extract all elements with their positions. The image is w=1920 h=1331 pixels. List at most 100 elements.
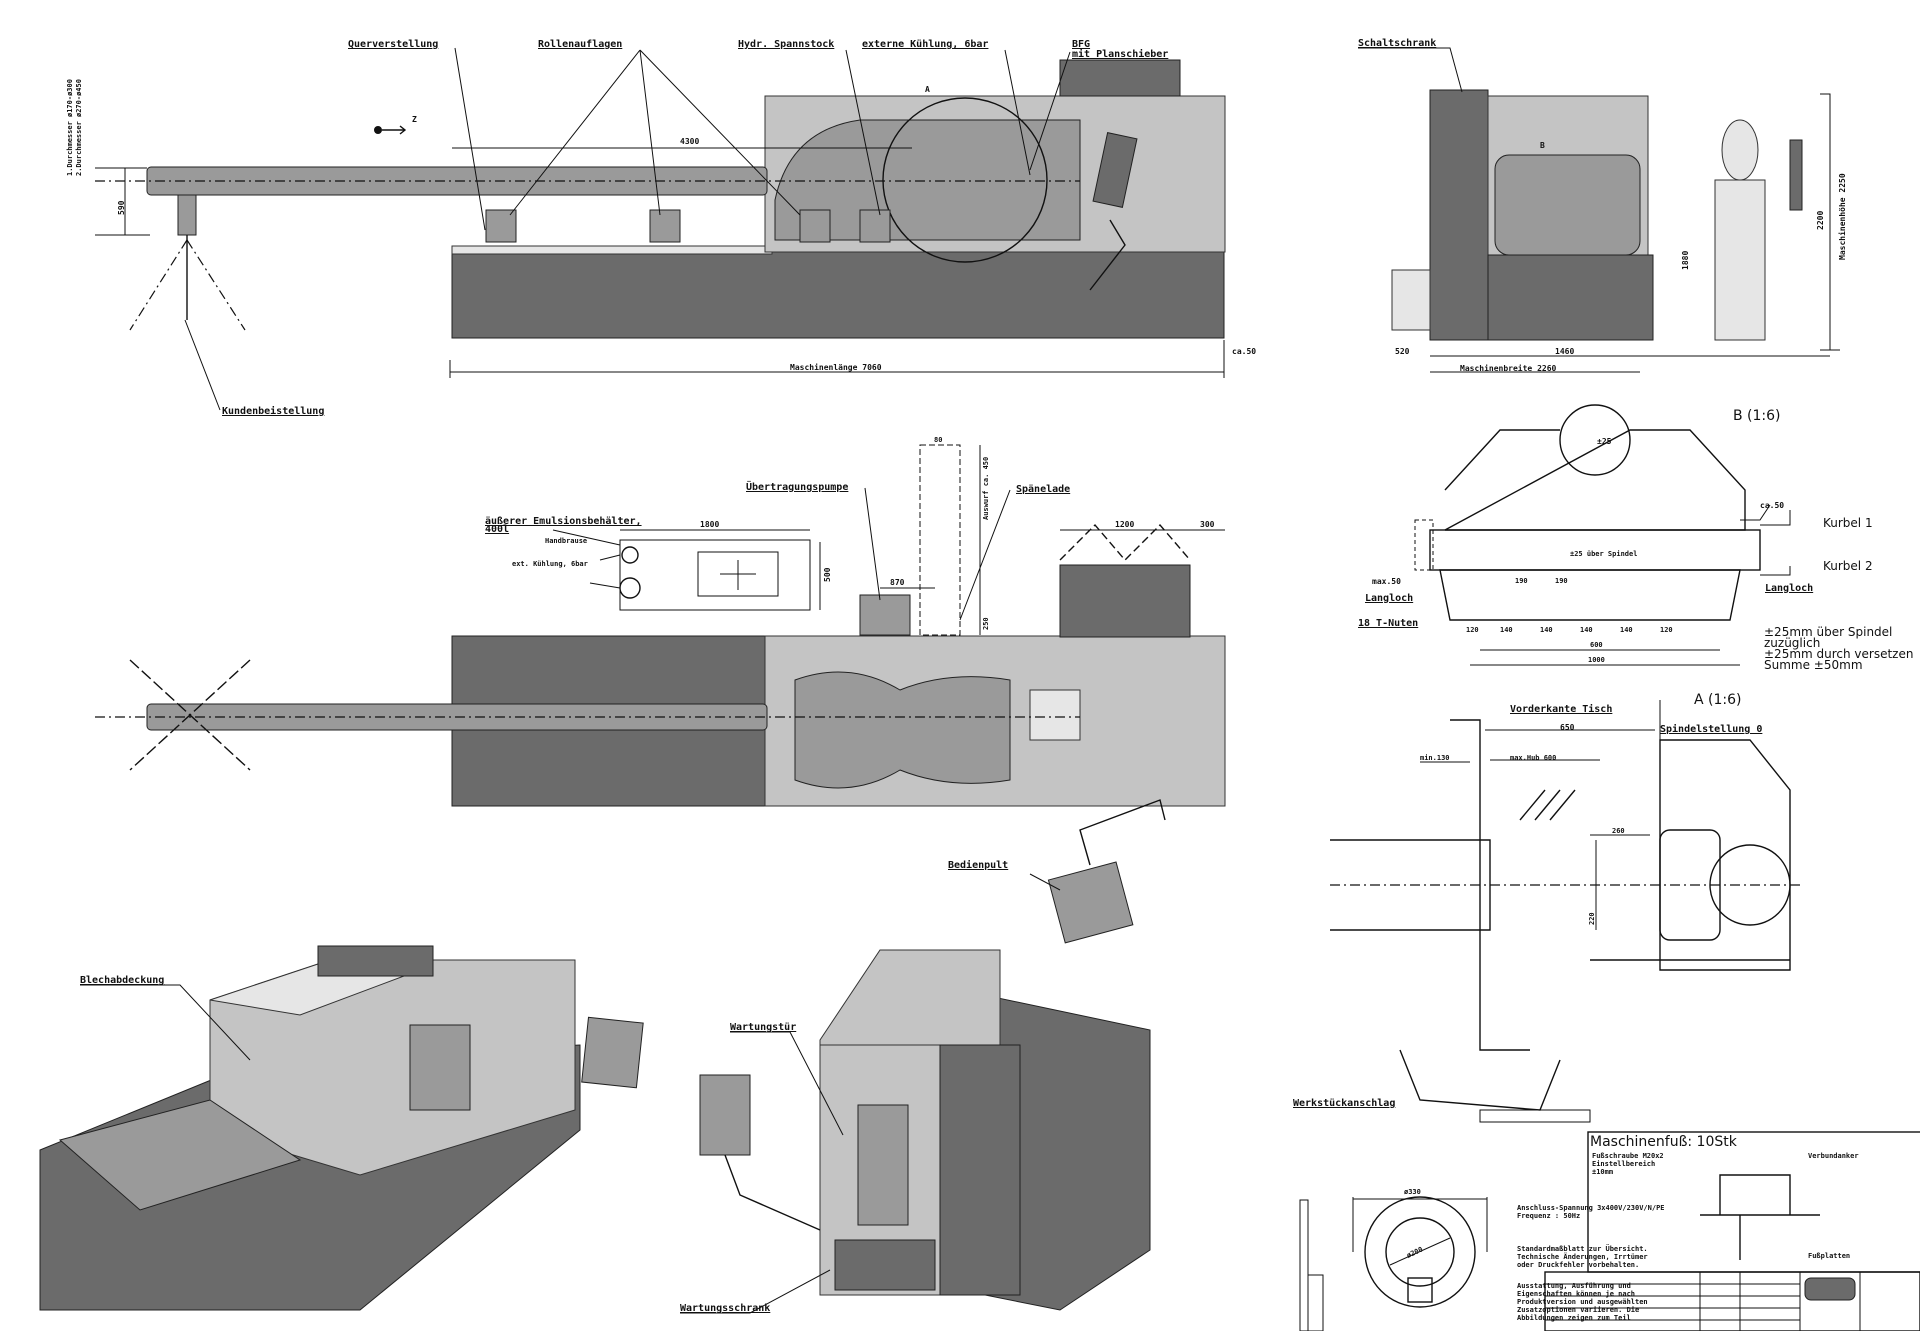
dim-590: 590 xyxy=(117,200,126,215)
note-line: ±25mm durch versetzen xyxy=(1764,647,1913,661)
specs: Anschluss-Spannung 3x400V/230V/N/PE Freq… xyxy=(1517,1204,1665,1322)
label-kurbel1: Kurbel 1 xyxy=(1823,516,1873,530)
foot-note: ±10mm xyxy=(1592,1168,1613,1176)
company-logo xyxy=(1804,1277,1856,1301)
label-emulsion-vol: 400l xyxy=(485,524,509,535)
label-kuehlung: externe Kühlung, 6bar xyxy=(862,39,988,50)
dim-pm25: ±25 xyxy=(1597,437,1612,446)
dim-ca50: ca.50 xyxy=(1232,347,1256,356)
dim-machine-length: Maschinenlänge 7060 xyxy=(790,362,882,372)
dim-1460: 1460 xyxy=(1555,347,1574,356)
label-handbrause: Handbrause xyxy=(545,537,587,545)
label-ueber-spindel: ±25 über Spindel xyxy=(1570,550,1637,558)
label-kundenbeistellung: Kundenbeistellung xyxy=(222,405,324,417)
emulsion-tank xyxy=(619,539,811,611)
equipment-line: Abbildungen zeigen zum Teil xyxy=(1517,1314,1631,1322)
dim-500: 500 xyxy=(823,567,832,582)
dim-650: 650 xyxy=(1560,723,1575,732)
dim-190: 190 xyxy=(1555,577,1568,585)
dim-1000: 1000 xyxy=(1588,656,1605,664)
dim-260: 260 xyxy=(1612,827,1625,835)
label-ext-kuehlung: ext. Kühlung, 6bar xyxy=(512,560,588,568)
dim-machine-height: Maschinenhöhe 2250 xyxy=(1837,173,1847,260)
dim-spacing: 120 xyxy=(1660,626,1673,634)
dim-220: 220 xyxy=(1588,912,1596,925)
dim-1800: 1800 xyxy=(700,520,719,529)
note-line: Summe ±50mm xyxy=(1764,658,1863,672)
dim-80: 80 xyxy=(934,436,942,444)
detail-a-circle xyxy=(882,97,1048,263)
label-querverstellung: Querverstellung xyxy=(348,39,438,50)
label-vorderkante: Vorderkante Tisch xyxy=(1510,703,1612,715)
dim-spacing: 140 xyxy=(1540,626,1553,634)
label-emulsion: äußerer Emulsionsbehälter, xyxy=(485,515,642,527)
axis-z-label: Z xyxy=(412,115,417,124)
dim-200: ø200 xyxy=(1405,1245,1424,1259)
label-langloch-left: Langloch xyxy=(1365,593,1413,604)
dim-auswurf: Auswurf ca. 450 xyxy=(982,457,990,520)
schaltschrank xyxy=(1429,89,1489,341)
label-schaltschrank: Schaltschrank xyxy=(1358,38,1436,49)
iso-view-right: Wartungstür Wartungsschrank xyxy=(680,949,1151,1314)
detail-b-title: B (1:6) xyxy=(1733,408,1781,424)
dim-ca50-b: ca.50 xyxy=(1760,501,1784,510)
detail-b: B (1:6) ±25 Kurbel 1 Kurbel 2 ca.50 max.… xyxy=(1358,404,1913,672)
dim-520: 520 xyxy=(1395,347,1410,356)
label-t-nuten: 18 T-Nuten xyxy=(1358,618,1418,629)
dim-maxhub: max.Hub 600 xyxy=(1510,754,1556,762)
label-langloch-right: Langloch xyxy=(1765,583,1813,594)
disclaimer-line: Technische Änderungen, Irrtümer xyxy=(1517,1252,1648,1261)
dim-max50: max.50 xyxy=(1372,577,1401,586)
front-view: Schaltschrank B 2200 Maschinenhöhe 2250 … xyxy=(1358,38,1847,373)
disclaimer-line: Standardmaßblatt zur Übersicht. xyxy=(1517,1244,1648,1253)
stopper-detail: ø330 ø200 xyxy=(1299,1188,1488,1331)
detail-a-marker: A xyxy=(925,85,930,94)
label-werkstueckanschlag: Werkstückanschlag xyxy=(1293,1098,1395,1109)
label-bfg: BFG xyxy=(1072,39,1090,50)
diameter-1: 1.Durchmesser ø170-ø300 xyxy=(66,79,74,176)
dim-4300: 4300 xyxy=(680,137,699,146)
label-kurbel2: Kurbel 2 xyxy=(1823,559,1873,573)
foot-title: Maschinenfuß: 10Stk xyxy=(1590,1134,1738,1150)
dim-2200: 2200 xyxy=(1816,211,1825,230)
dim-190: 190 xyxy=(1515,577,1528,585)
label-bedienpult: Bedienpult xyxy=(948,859,1008,871)
detail-b-marker: B xyxy=(1540,141,1545,150)
label-spannstock: Hydr. Spannstock xyxy=(738,39,834,50)
dim-250: 250 xyxy=(982,617,990,630)
note-line: zuzüglich xyxy=(1764,636,1820,650)
z-axis-origin-icon xyxy=(374,126,382,134)
foot-note: Fußschraube M20x2 xyxy=(1592,1152,1664,1160)
label-blechabdeckung: Blechabdeckung xyxy=(80,975,164,986)
operator-figure xyxy=(1721,119,1759,181)
iso-view-left: Blechabdeckung xyxy=(39,945,644,1311)
label-wartungsschrank: Wartungsschrank xyxy=(680,1303,770,1314)
label-rollenauflagen: Rollenauflagen xyxy=(538,39,622,50)
spec-voltage: Anschluss-Spannung 3x400V/230V/N/PE xyxy=(1517,1204,1665,1212)
dim-spacing: 140 xyxy=(1500,626,1513,634)
dim-300: 300 xyxy=(1200,520,1215,529)
side-view: Z A Querverstellung Rollenauflagen Hydr.… xyxy=(66,39,1256,417)
disclaimer-line: oder Druckfehler vorbehalten. xyxy=(1517,1261,1639,1269)
dim-spacing: 140 xyxy=(1580,626,1593,634)
detail-a-title: A (1:6) xyxy=(1694,692,1741,708)
dim-machine-width: Maschinenbreite 2260 xyxy=(1460,363,1557,373)
dim-1200: 1200 xyxy=(1115,520,1134,529)
equipment-line: Ausstattung, Ausführung und xyxy=(1517,1282,1631,1290)
label-pumpe: Übertragungspumpe xyxy=(746,479,848,493)
note-line: ±25mm über Spindel xyxy=(1764,625,1892,639)
diameter-2: 2.Durchmesser ø270-ø450 xyxy=(75,79,83,176)
bedienpult xyxy=(1047,861,1134,944)
t-slot-spacing: 120 140 140 140 140 120 xyxy=(1466,626,1673,634)
label-spaenelade: Spänelade xyxy=(1016,484,1070,495)
dim-spacing: 120 xyxy=(1466,626,1479,634)
label-planschieber: mit Planschieber xyxy=(1072,48,1168,60)
dim-870: 870 xyxy=(890,578,905,587)
machine-foot-detail: Maschinenfuß: 10Stk Fußschraube M20x2 Ei… xyxy=(1587,1131,1920,1273)
control-panel xyxy=(1092,132,1138,208)
detail-a: A (1:6) Vorderkante Tisch 650 Spindelste… xyxy=(1293,692,1800,1123)
equipment-line: Produktversion und ausgewählten xyxy=(1517,1298,1648,1306)
top-view: äußerer Emulsionsbehälter, 400l Handbrau… xyxy=(95,436,1226,944)
foot-note: Fußplatten xyxy=(1808,1252,1850,1260)
